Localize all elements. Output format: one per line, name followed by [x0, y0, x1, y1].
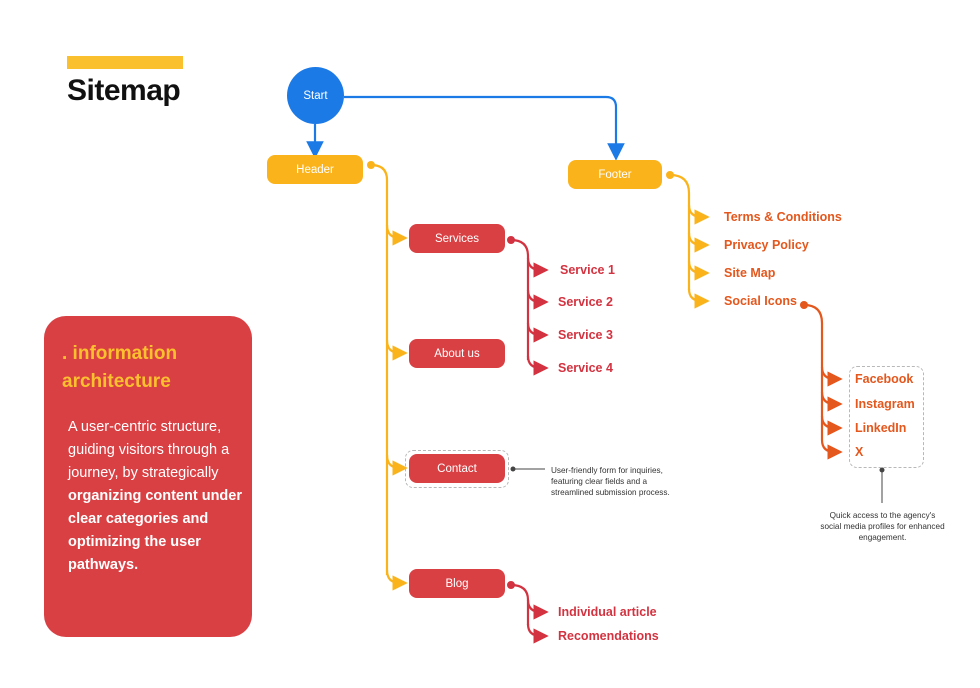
x-item[interactable]: X	[855, 445, 864, 459]
info-card	[44, 316, 252, 637]
services-node[interactable]: Services	[409, 224, 505, 253]
about-node[interactable]: About us	[409, 339, 505, 368]
start-node[interactable]: Start	[287, 67, 344, 124]
individual-article-item[interactable]: Individual article	[558, 605, 657, 619]
contact-highlight-box	[405, 450, 509, 488]
social-icons-item[interactable]: Social Icons	[724, 294, 797, 308]
title-accent-bar	[67, 56, 183, 69]
terms-item[interactable]: Terms & Conditions	[724, 210, 842, 224]
footer-node[interactable]: Footer	[568, 160, 662, 189]
facebook-item[interactable]: Facebook	[855, 372, 914, 386]
info-card-body-bold: organizing content under clear categorie…	[68, 488, 242, 573]
header-node[interactable]: Header	[267, 155, 363, 184]
social-highlight-box	[849, 366, 924, 468]
service-2-item[interactable]: Service 2	[558, 295, 613, 309]
sitemap-item[interactable]: Site Map	[724, 266, 776, 280]
page-title: Sitemap	[67, 74, 181, 107]
privacy-item[interactable]: Privacy Policy	[724, 238, 809, 252]
service-4-item[interactable]: Service 4	[558, 361, 613, 375]
service-1-item[interactable]: Service 1	[560, 263, 615, 277]
service-3-item[interactable]: Service 3	[558, 328, 613, 342]
info-card-heading: . information architecture	[62, 343, 178, 392]
info-card-body: A user-centric structure, guiding visito…	[68, 416, 243, 577]
linkedin-item[interactable]: LinkedIn	[855, 421, 907, 435]
info-card-body-regular: A user-centric structure, guiding visito…	[68, 419, 230, 481]
social-note: Quick access to the agency's social medi…	[820, 511, 945, 542]
contact-node[interactable]: Contact	[409, 454, 505, 483]
instagram-item[interactable]: Instagram	[855, 397, 915, 411]
start-to-footer-connector	[344, 95, 625, 161]
contact-note: User-friendly form for inquiries, featur…	[551, 466, 670, 497]
recomendations-item[interactable]: Recomendations	[558, 629, 659, 643]
blog-node[interactable]: Blog	[409, 569, 505, 598]
